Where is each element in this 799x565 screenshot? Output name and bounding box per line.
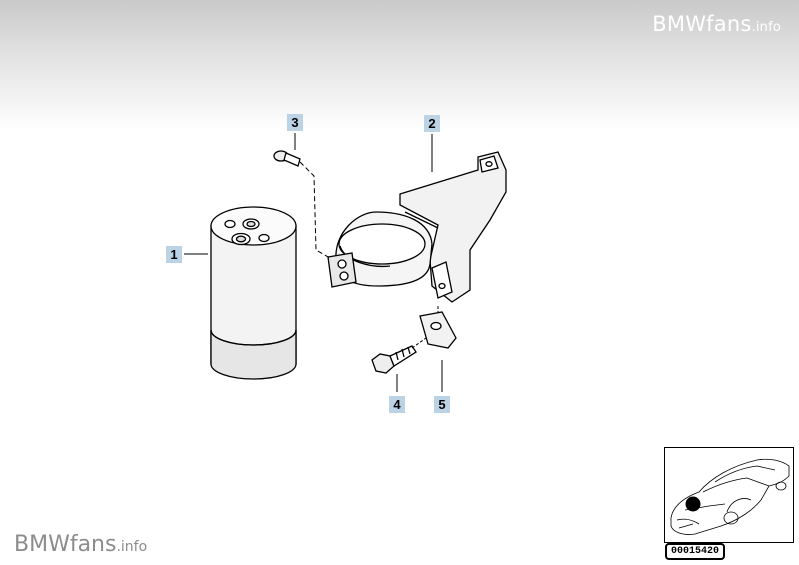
- dryer-cylinder: [210, 206, 297, 380]
- callout-3: 3: [287, 114, 303, 131]
- hex-screw: [371, 345, 417, 374]
- callout-1: 1: [166, 246, 182, 263]
- watermark-top-right: BMWfans.info: [652, 12, 781, 36]
- clip-nut: [419, 311, 457, 349]
- watermark-bottom-left: BMWfans.info: [14, 532, 148, 557]
- mounting-bracket: [327, 151, 507, 303]
- car-location-thumbnail: [664, 447, 794, 543]
- header-gradient-band: [0, 0, 799, 130]
- callout-5: 5: [434, 396, 450, 413]
- leader-lines: [184, 133, 443, 392]
- reference-code: 00015420: [665, 543, 726, 560]
- callout-2: 2: [424, 115, 440, 132]
- car-outline-icon: [670, 458, 790, 535]
- small-bolt: [273, 150, 301, 167]
- callout-4: 4: [389, 396, 405, 413]
